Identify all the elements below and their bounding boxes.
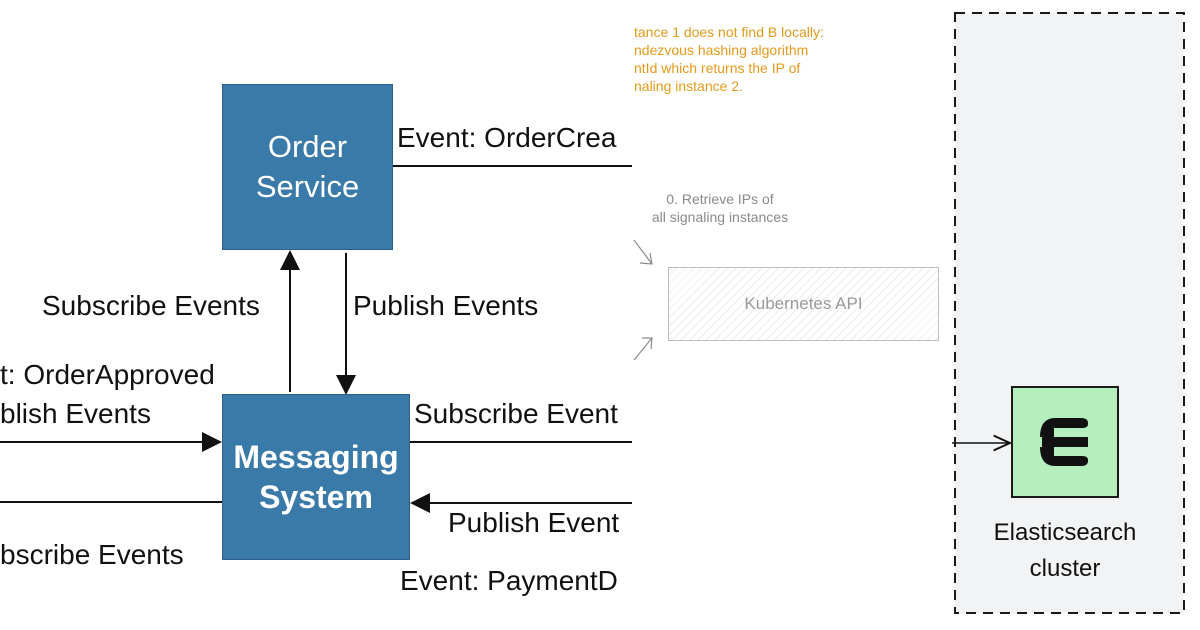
- publish-events-label-left: blish Events: [0, 398, 151, 429]
- subscribe-events-label-left: Subscribe Events: [42, 290, 260, 321]
- elasticsearch-cluster-label: Elasticsearch cluster: [980, 515, 1150, 587]
- sketch-arrows: [633, 239, 653, 361]
- sketch-arrow-upper: [633, 239, 653, 265]
- messaging-system-line2: System: [259, 479, 373, 515]
- order-service-box: Order Service: [222, 84, 393, 250]
- messaging-system-box: Messaging System: [222, 394, 410, 560]
- retrieve-note-line-2: all signaling instances: [651, 209, 789, 225]
- event-driven-diagram: Order Service Messaging System Event: Or…: [0, 84, 632, 596]
- subscribe-events-label-bottom-left: bscribe Events: [0, 539, 184, 570]
- subscribe-events-label-right: Subscribe Event: [414, 398, 618, 429]
- order-service-line1: Order: [267, 129, 348, 164]
- cluster-background: [955, 13, 1183, 613]
- publish-events-label-center: Publish Events: [353, 290, 539, 321]
- orange-note-line-3: ntId which returns the IP of: [634, 60, 801, 76]
- order-service-line2: Service: [255, 169, 360, 204]
- publish-events-label-right: Publish Event: [448, 507, 620, 538]
- event-order-approved-label: t: OrderApproved: [0, 359, 215, 390]
- event-payment-label: Event: PaymentD: [400, 565, 618, 596]
- retrieve-note-line-1: 0. Retrieve IPs of: [666, 191, 774, 207]
- cluster-border: [952, 12, 1185, 614]
- cluster-dashed-border: [954, 12, 1185, 614]
- orange-note-line-4: naling instance 2.: [634, 78, 743, 94]
- elasticsearch-logo-icon: [1040, 418, 1088, 466]
- orange-note-line-2: ndezvous hashing algorithm: [634, 42, 809, 58]
- sketch-arrow-lower: [633, 337, 653, 361]
- connector-lines: [0, 165, 632, 513]
- elasticsearch-label-line1: Elasticsearch: [993, 519, 1137, 546]
- kubernetes-api-box: Kubernetes API: [668, 267, 939, 341]
- elasticsearch-box: [1011, 386, 1119, 498]
- messaging-system-line1: Messaging: [233, 439, 399, 475]
- elasticsearch-label-line2: cluster: [1029, 555, 1101, 582]
- kubernetes-api-label: Kubernetes API: [744, 294, 863, 313]
- orange-note-line-1: tance 1 does not find B locally:: [634, 24, 824, 40]
- event-order-created-label: Event: OrderCrea: [397, 122, 617, 153]
